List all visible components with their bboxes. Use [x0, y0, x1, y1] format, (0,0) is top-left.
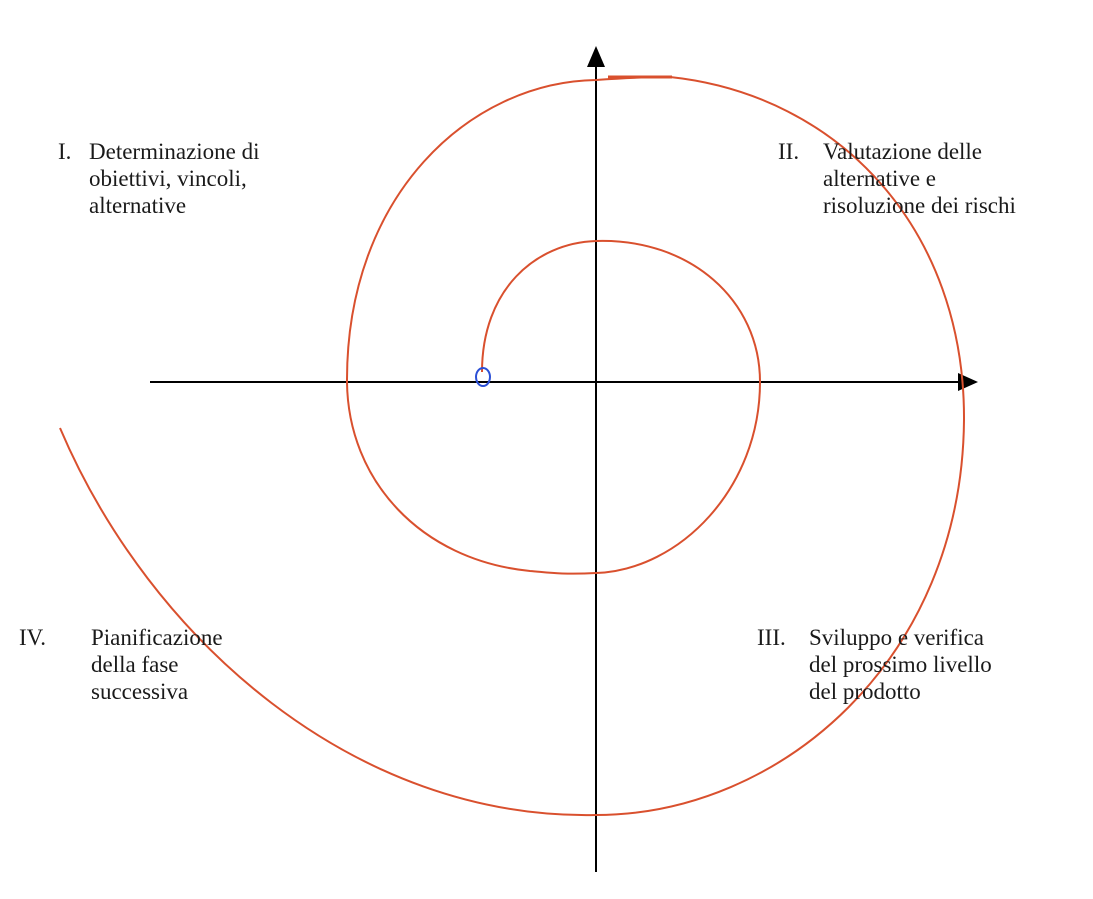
quadrant-number-II: II. — [778, 139, 800, 164]
quadrant-label-III: III. Sviluppo e verifica del prossimo li… — [757, 624, 992, 705]
quadrant-number-IV: IV. — [19, 625, 47, 650]
quadrant-number-I: I. — [58, 139, 72, 164]
quadrant-label-I: I. Determinazione di obiettivi, vincoli,… — [58, 138, 260, 219]
quadrant-I-line-1: Determinazione di — [89, 139, 260, 164]
quadrant-I-line-3: alternative — [89, 193, 187, 218]
quadrant-II-line-2: alternative e — [823, 166, 937, 191]
quadrant-I-line-2: obiettivi, vincoli, — [89, 166, 247, 191]
quadrant-IV-line-3: successiva — [91, 679, 189, 704]
quadrant-number-III: III. — [757, 625, 786, 650]
quadrant-label-IV: IV. Pianificazione della fase successiva — [19, 624, 223, 705]
quadrant-III-line-1: Sviluppo e verifica — [809, 625, 985, 650]
quadrant-IV-line-2: della fase — [91, 652, 179, 677]
quadrant-III-line-2: del prossimo livello — [809, 652, 992, 677]
quadrant-III-line-3: del prodotto — [809, 679, 921, 704]
quadrant-II-line-1: Valutazione delle — [823, 139, 983, 164]
quadrant-II-line-3: risoluzione dei rischi — [823, 193, 1016, 218]
quadrant-IV-line-1: Pianificazione — [91, 625, 223, 650]
quadrant-label-II: II. Valutazione delle alternative e riso… — [778, 138, 1016, 219]
spiral-start-marker — [475, 367, 491, 387]
vertical-axis-arrowhead — [587, 46, 605, 67]
spiral-curve — [59, 75, 966, 817]
